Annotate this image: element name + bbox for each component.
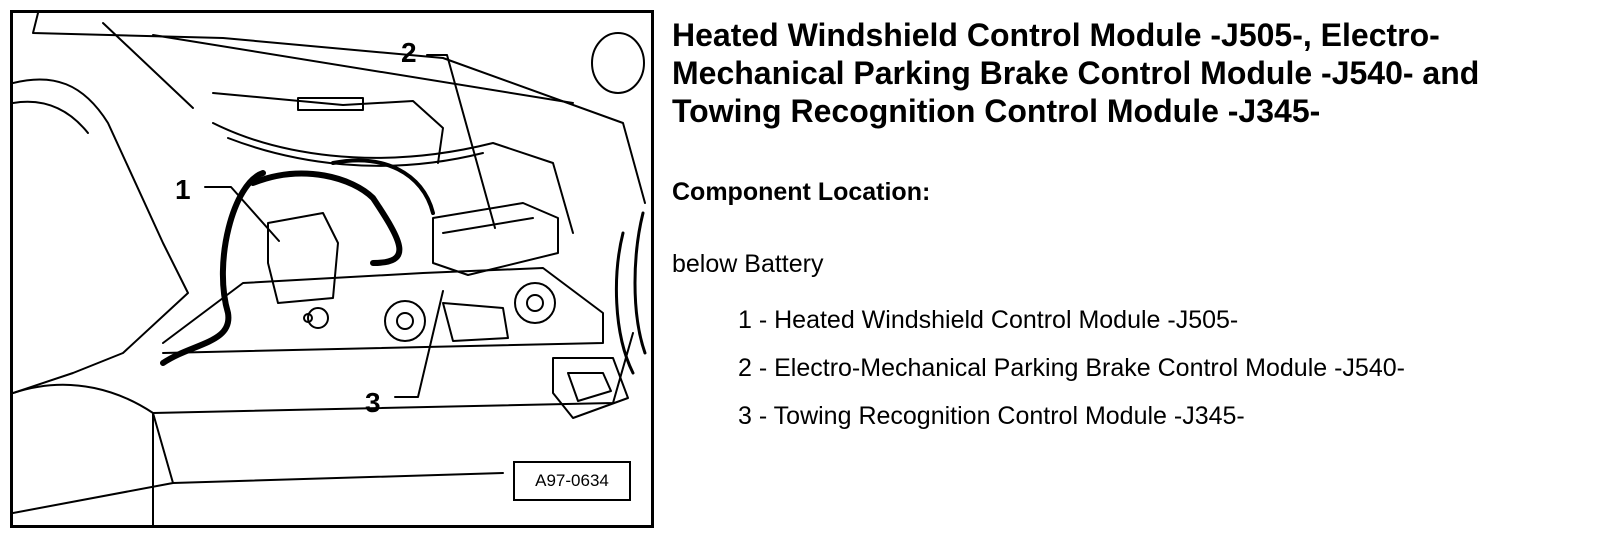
item-label: Towing Recognition Control Module -J345- [773, 402, 1245, 430]
callout-3: 3 [365, 387, 381, 418]
engine-bay-illustration [13, 13, 647, 525]
item-number: 3 [738, 402, 752, 430]
page-title: Heated Windshield Control Module -J505-,… [672, 17, 1480, 129]
figure-code-label: A97-0634 [513, 461, 631, 501]
item-separator: - [751, 402, 774, 430]
item-label: Electro-Mechanical Parking Brake Control… [774, 354, 1405, 382]
list-item: 3 - Towing Recognition Control Module -J… [738, 392, 1405, 440]
item-separator: - [751, 306, 775, 334]
component-location-figure: 1 2 3 A97-0634 [10, 10, 654, 528]
list-item: 1 - Heated Windshield Control Module -J5… [738, 296, 1405, 344]
location-text: below Battery [672, 250, 824, 278]
component-list: 1 - Heated Windshield Control Module -J5… [738, 296, 1405, 440]
item-number: 2 [738, 354, 752, 382]
item-separator: - [751, 354, 775, 382]
callout-2: 2 [401, 37, 417, 68]
item-label: Heated Windshield Control Module -J505- [774, 306, 1239, 334]
list-item: 2 - Electro-Mechanical Parking Brake Con… [738, 344, 1405, 392]
item-number: 1 [738, 306, 752, 334]
callout-1: 1 [175, 174, 191, 205]
section-heading: Component Location: [672, 178, 931, 206]
